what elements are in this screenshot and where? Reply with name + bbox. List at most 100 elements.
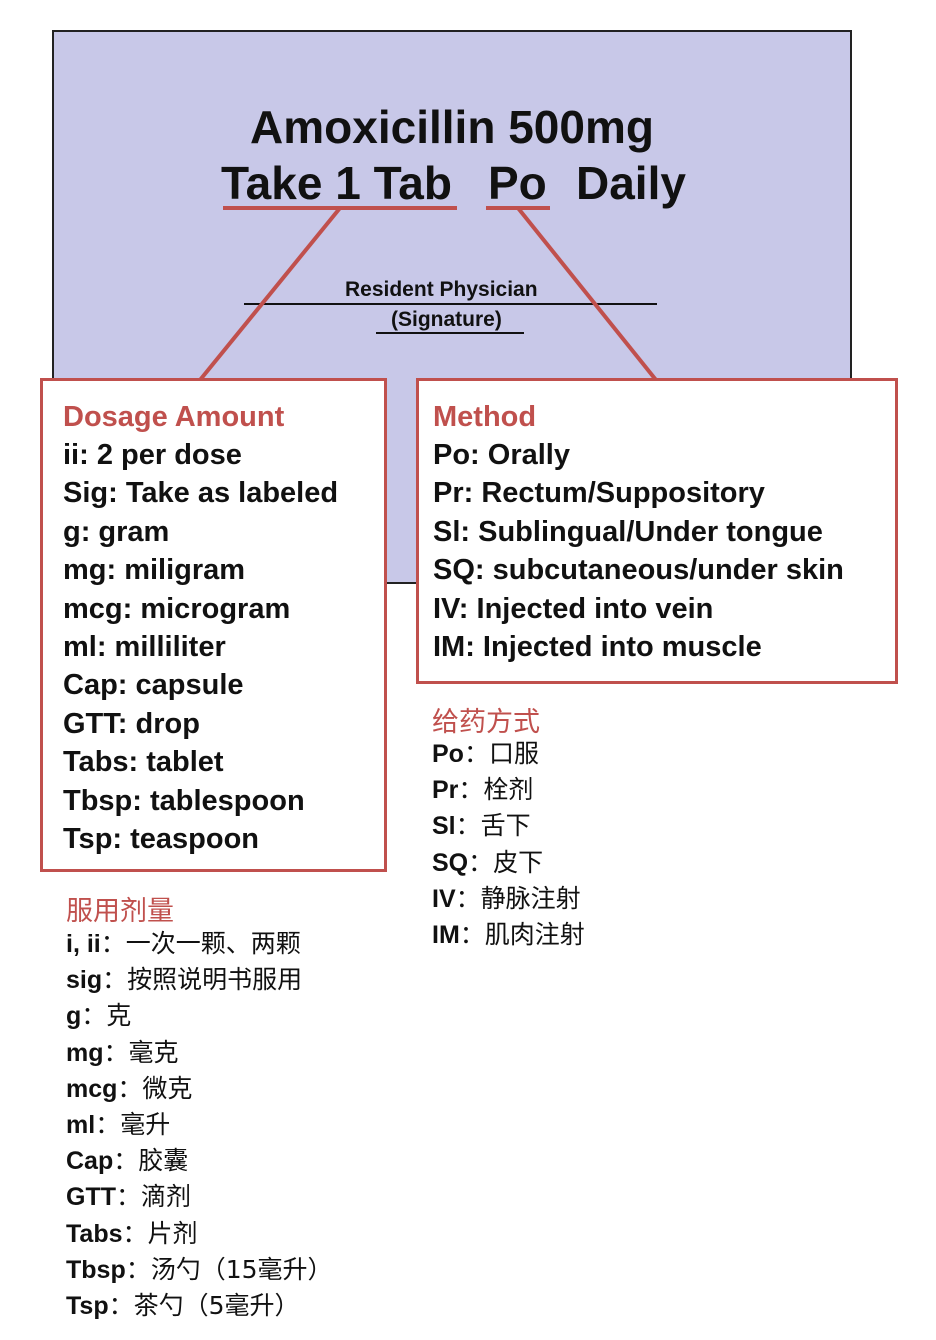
item-key: sig <box>66 966 103 995</box>
item-key: SQ <box>432 848 469 877</box>
item-sep: ： <box>459 920 485 950</box>
item-value: 栓剂 <box>483 775 534 805</box>
item-value: 按照说明书服用 <box>127 965 303 995</box>
item-key: Tbsp <box>66 1255 126 1284</box>
route-connector-line <box>516 206 658 382</box>
signature-label: Resident Physician <box>345 278 538 301</box>
list-item: Po: Orally <box>433 439 570 471</box>
item-value: 毫升 <box>120 1110 171 1140</box>
item-sep: ： <box>122 1218 148 1248</box>
item-key: ml <box>66 1111 96 1140</box>
item-sep: ： <box>103 1037 129 1067</box>
item-value: 滴剂 <box>141 1182 192 1212</box>
list-item: Sig: Take as labeled <box>63 477 339 510</box>
dosage-amount-box: Dosage Amount ii: 2 per dose Sig: Take a… <box>40 378 387 872</box>
item-key: Pr <box>432 776 459 805</box>
item-sep: ： <box>125 1254 151 1284</box>
item-sep: ： <box>455 811 481 841</box>
list-item: mg: miligram <box>63 554 246 587</box>
item-sep: ： <box>458 775 484 805</box>
item-value: 克 <box>106 1001 132 1031</box>
list-item: IV: Injected into vein <box>433 592 714 625</box>
item-sep: ： <box>463 739 489 768</box>
item-key: Sl <box>432 812 456 841</box>
list-item: g: gram <box>63 515 170 548</box>
item-value: 茶勺（5毫升） <box>133 1291 300 1321</box>
item-key: i, ii <box>66 930 101 958</box>
dose-text: Take 1 Tab <box>221 157 452 209</box>
list-item: sig：按照说明书服用 <box>66 962 333 998</box>
item-key: Tabs <box>66 1219 123 1248</box>
item-sep: ： <box>116 1182 142 1212</box>
item-sep: ： <box>100 929 126 958</box>
list-item: i, ii：一次一颗、两颗 <box>66 926 333 962</box>
dosage-cn-list: i, ii：一次一颗、两颗 sig：按照说明书服用 g：克 mg：毫克 mcg：… <box>66 926 333 1324</box>
item-value: 汤勺（15毫升） <box>150 1254 333 1284</box>
method-cn-list: Po：口服 Pr：栓剂 Sl：舌下 SQ：皮下 IV：静脉注射 IM：肌肉注射 <box>432 736 585 953</box>
list-item: mcg: microgram <box>63 592 291 625</box>
item-sep: ： <box>117 1073 143 1103</box>
item-value: 舌下 <box>480 811 531 841</box>
list-item: Cap：胶囊 <box>66 1143 333 1179</box>
route-text: Po <box>488 157 547 209</box>
method-cn-title: 给药方式 <box>432 707 540 738</box>
list-item: GTT：滴剂 <box>66 1179 333 1215</box>
item-key: Po <box>432 740 464 768</box>
list-item: ml：毫升 <box>66 1107 333 1143</box>
item-sep: ： <box>102 965 128 995</box>
list-item: g：克 <box>66 998 333 1034</box>
list-item: Tsp：茶勺（5毫升） <box>66 1288 333 1324</box>
list-item: Pr: Rectum/Suppository <box>433 477 765 510</box>
item-value: 肌肉注射 <box>484 920 585 950</box>
list-item: ml: milliliter <box>63 631 226 664</box>
item-value: 微克 <box>142 1073 193 1103</box>
item-value: 片剂 <box>147 1218 198 1248</box>
frequency-text: Daily <box>576 157 686 209</box>
item-sep: ： <box>113 1146 139 1176</box>
list-item: Tabs: tablet <box>63 746 224 779</box>
item-key: GTT <box>66 1183 116 1212</box>
item-sep: ： <box>81 1001 107 1031</box>
item-sep: ： <box>468 847 494 877</box>
item-sep: ： <box>108 1291 134 1321</box>
list-item: Tbsp：汤勺（15毫升） <box>66 1252 333 1288</box>
list-item: Tsp: teaspoon <box>63 823 260 856</box>
item-value: 皮下 <box>493 847 544 877</box>
item-value: 一次一颗、两颗 <box>125 929 301 958</box>
list-item: mg：毫克 <box>66 1035 333 1071</box>
list-item: Sl：舌下 <box>432 808 585 844</box>
item-sep: ： <box>95 1110 121 1140</box>
item-value: 胶囊 <box>138 1146 189 1176</box>
method-box: Method Po: Orally Pr: Rectum/Suppository… <box>416 378 898 684</box>
item-key: Tsp <box>66 1292 109 1321</box>
item-key: IM <box>432 921 460 950</box>
signature-line <box>244 303 657 305</box>
item-key: IV <box>432 884 456 913</box>
item-value: 毫克 <box>128 1037 179 1067</box>
item-key: mg <box>66 1038 104 1067</box>
list-item: GTT: drop <box>63 707 200 740</box>
list-item: Pr：栓剂 <box>432 772 585 808</box>
item-sep: ： <box>455 883 481 913</box>
dosage-cn-title: 服用剂量 <box>66 896 174 927</box>
dose-connector-line <box>198 206 342 382</box>
list-item: IM: Injected into muscle <box>433 631 762 664</box>
item-value: 口服 <box>488 739 539 768</box>
item-value: 静脉注射 <box>480 883 581 913</box>
list-item: Tabs：片剂 <box>66 1216 333 1252</box>
list-item: Sl: Sublingual/Under tongue <box>433 515 823 548</box>
list-item: SQ: subcutaneous/under skin <box>433 554 844 587</box>
item-key: g <box>66 1002 82 1031</box>
list-item: IM：肌肉注射 <box>432 917 585 953</box>
method-box-title: Method <box>433 401 537 433</box>
signature-sub: (Signature) <box>391 308 502 331</box>
item-key: mcg <box>66 1074 118 1103</box>
signature-sub-underline <box>376 332 524 334</box>
list-item: SQ：皮下 <box>432 845 585 881</box>
method-list: Po: Orally Pr: Rectum/Suppository Sl: Su… <box>433 436 844 666</box>
list-item: Cap: capsule <box>63 669 244 702</box>
item-key: Cap <box>66 1147 114 1176</box>
list-item: mcg：微克 <box>66 1071 333 1107</box>
list-item: IV：静脉注射 <box>432 881 585 917</box>
